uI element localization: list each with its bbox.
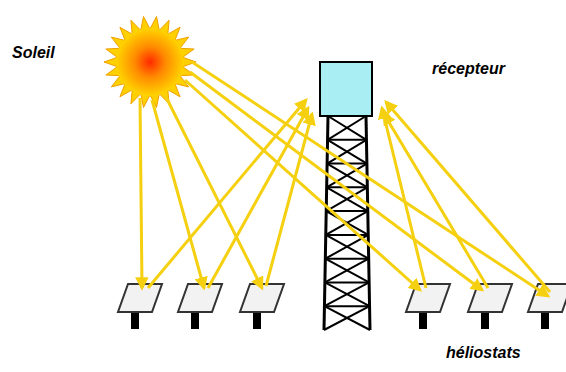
mirror	[178, 284, 222, 312]
sun-disc	[116, 28, 184, 96]
lattice-brace	[325, 259, 369, 283]
mirror	[406, 284, 450, 312]
lattice-rung	[328, 139, 367, 141]
heliostats	[118, 284, 566, 329]
mirror-stand	[481, 313, 489, 329]
lattice-brace	[324, 282, 369, 306]
mirror-stand	[541, 313, 549, 329]
label: récepteur	[432, 60, 505, 78]
mirror	[240, 284, 284, 312]
lattice-brace	[327, 140, 366, 164]
lattice-rung	[324, 305, 369, 307]
mirror	[468, 284, 512, 312]
receiver-box	[320, 62, 372, 116]
mirror-stand	[253, 313, 261, 329]
lattice-rung	[326, 234, 368, 236]
lattice-brace	[325, 282, 370, 306]
lattice-brace	[327, 164, 367, 188]
lattice-brace	[324, 306, 370, 330]
mirror-stand	[131, 313, 139, 329]
lattice-brace	[328, 116, 366, 140]
sun-spikes	[104, 17, 196, 108]
mirror-stand	[419, 313, 427, 329]
lattice-brace	[324, 306, 370, 330]
label: Soleil	[12, 44, 55, 62]
label: héliostats	[446, 344, 521, 362]
lattice-rung	[325, 281, 369, 283]
lattice-brace	[328, 116, 366, 140]
lattice-rung	[325, 258, 368, 260]
sun	[104, 17, 196, 108]
lattice-brace	[327, 164, 367, 188]
mirror	[118, 284, 162, 312]
lattice-brace	[325, 259, 369, 283]
sun-rays	[140, 62, 550, 296]
mirror-stand	[191, 313, 199, 329]
lattice-brace	[328, 140, 367, 164]
